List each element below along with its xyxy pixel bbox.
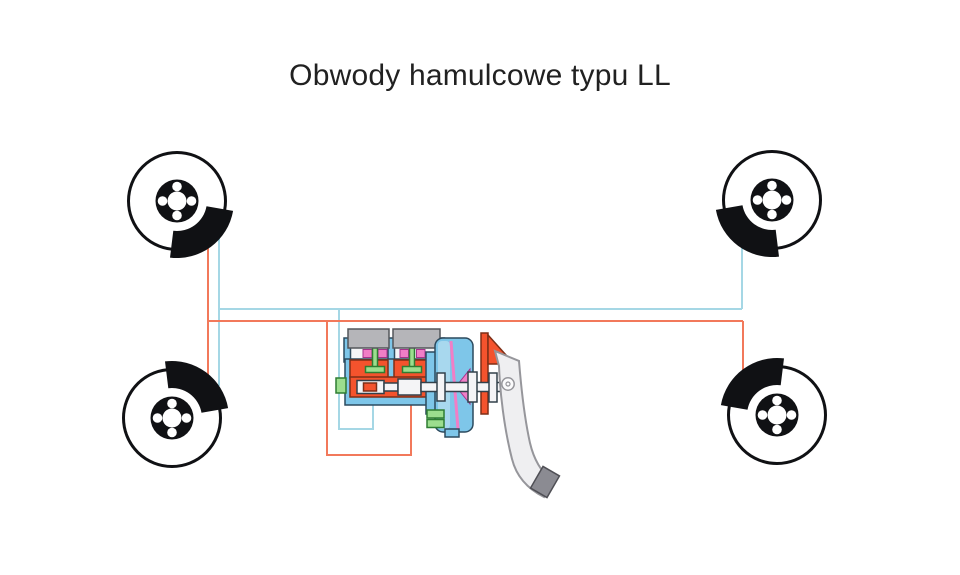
piston-rod [383, 382, 399, 392]
seal [416, 349, 426, 358]
reservoir-cap [392, 328, 441, 349]
pipe-master-drop-cyan [338, 309, 374, 430]
secondary-piston [397, 378, 422, 396]
brake-circuit-cyan [218, 237, 743, 430]
pedal-pivot [501, 377, 515, 391]
brake-pedal [493, 349, 561, 499]
check-valve [426, 418, 445, 429]
rod-collar [467, 371, 478, 403]
booster-foot [444, 428, 460, 438]
brake-disc-top-left [127, 151, 235, 260]
piston-notch [362, 382, 378, 392]
brake-disc-top-right [714, 150, 822, 259]
firewall-bracket [480, 332, 489, 415]
check-valve [426, 409, 445, 419]
pipe-master-drop-red [326, 321, 412, 456]
rod-collar [488, 372, 498, 403]
diagram-title: Obwody hamulcowe typu LL [289, 59, 671, 92]
pedal-pivot-center [505, 381, 511, 387]
brake-disc-bottom-left [122, 359, 230, 468]
brake-disc-bottom-right [719, 356, 827, 465]
seal [399, 349, 409, 358]
seal [377, 349, 388, 358]
brake-circuit-red [207, 246, 744, 456]
pedal-pad [529, 465, 561, 499]
seal [362, 349, 373, 358]
reservoir-cap [347, 328, 390, 349]
brake-booster [420, 332, 516, 438]
inlet-fitting [335, 377, 347, 394]
rod-collar [436, 372, 446, 402]
